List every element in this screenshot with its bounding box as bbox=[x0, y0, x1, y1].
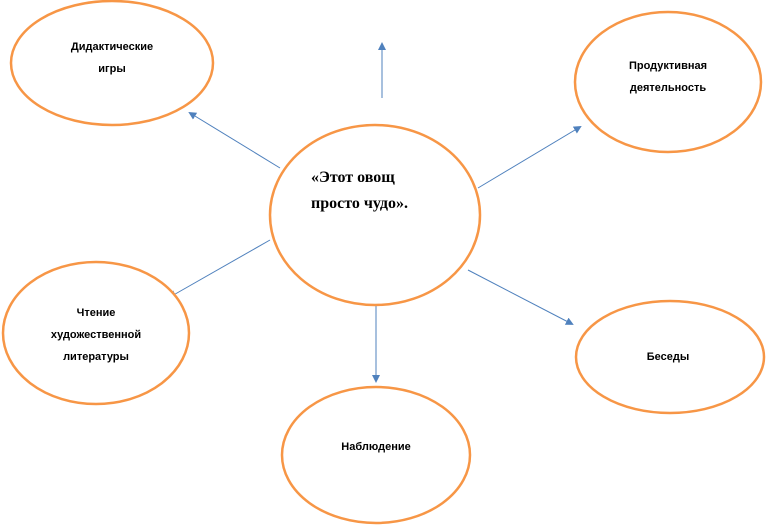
node-observation-label: Наблюдение bbox=[341, 436, 410, 458]
label-line: игры bbox=[98, 63, 126, 75]
label-line: Чтение bbox=[76, 307, 116, 319]
node-conversations-ellipse bbox=[574, 299, 766, 415]
node-reading-label: Чтение художественной литературы bbox=[51, 302, 141, 368]
label-line: Дидактические bbox=[70, 41, 154, 53]
center-line-1: «Этот овощ bbox=[311, 169, 395, 186]
arrow-to-reading bbox=[168, 239, 271, 298]
node-didactic-ellipse bbox=[9, 0, 215, 127]
node-reading-ellipse bbox=[1, 260, 191, 406]
arrow-to-didactic bbox=[188, 111, 281, 169]
center-label: «Этот овощ просто чудо». bbox=[311, 165, 408, 217]
arrow-to-conversations bbox=[467, 269, 574, 325]
label-line: деятельность bbox=[629, 82, 707, 94]
label-line: Беседы bbox=[646, 351, 690, 363]
node-conversations-label: Беседы bbox=[647, 346, 690, 368]
arrow-to-productive bbox=[477, 125, 582, 189]
label-line: литературы bbox=[63, 351, 129, 363]
center-line-2: просто чудо». bbox=[311, 195, 408, 212]
node-productive-ellipse bbox=[573, 10, 763, 154]
label-line: Наблюдение bbox=[341, 441, 411, 453]
node-productive-label: Продуктивная деятельность bbox=[629, 55, 707, 99]
node-observation-ellipse bbox=[280, 385, 472, 525]
label-line: художественной bbox=[50, 329, 142, 341]
label-line: Продуктивная bbox=[628, 60, 708, 72]
node-didactic-label: Дидактические игры bbox=[71, 36, 153, 80]
center-ellipse bbox=[268, 123, 482, 307]
